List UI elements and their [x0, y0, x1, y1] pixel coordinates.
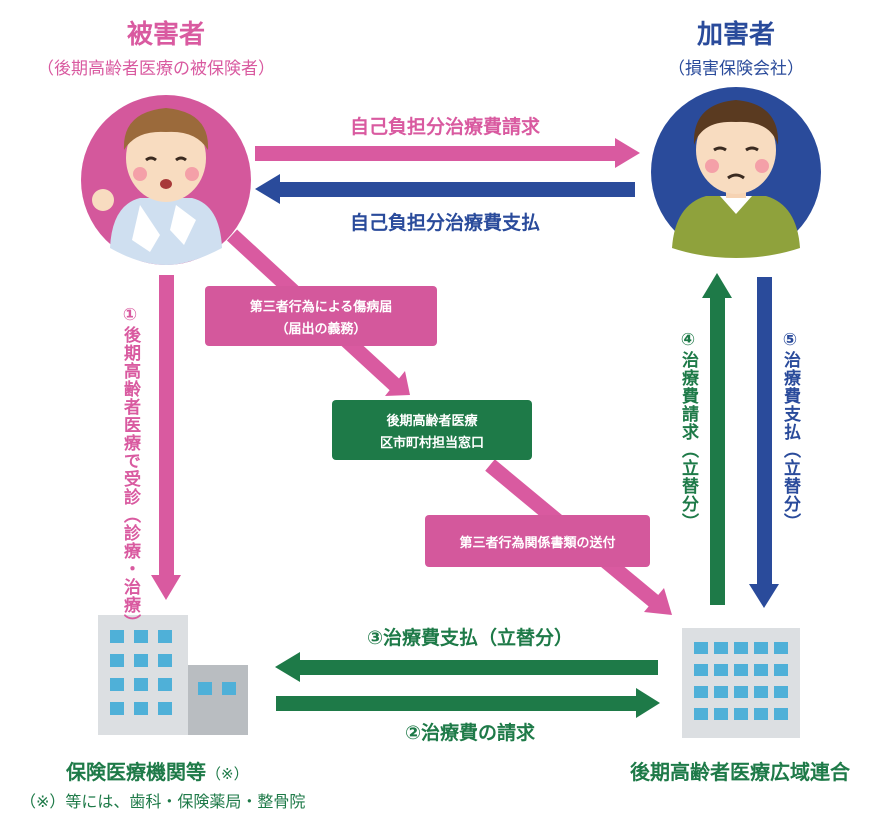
victim-illustration: [81, 95, 251, 265]
injury-report-line2: （届出の義務）: [275, 321, 367, 337]
treatment-payment-label: ③治療費支払（立替分）: [366, 627, 574, 649]
union-building-icon: [682, 628, 800, 738]
hospital-title-row: 保険医療機関等（※）: [66, 756, 249, 785]
offender-subtitle: （損害保険会社）: [668, 59, 804, 79]
arrow-self-pay-claim: [255, 138, 640, 168]
hospital-title: 保険医療機関等: [66, 760, 206, 784]
injury-report-line1: 第三者行為による傷病届: [249, 299, 393, 315]
victim-subtitle: （後期高齢者医療の被保険者）: [37, 59, 275, 79]
consultation-label: ①後期高齢者医療で受診（診療・治療）: [120, 305, 140, 632]
union-title: 後期高齢者医療広域連合: [630, 760, 850, 784]
hospital-building-icon: [98, 615, 248, 735]
hospital-mark: （※）: [206, 765, 249, 783]
arrow-reimbursement-payment: [749, 277, 779, 608]
offender-title: 加害者: [696, 20, 776, 50]
window-line2: 区市町村担当窓口: [379, 435, 484, 451]
arrow-reimbursement-claim: [702, 273, 732, 605]
arrow-treatment-claim: [276, 688, 660, 718]
documents-label: 第三者行為関係書類の送付: [459, 535, 616, 551]
arrow-consultation: [151, 275, 181, 600]
hospital-note: （※）等には、歯科・保険薬局・整骨院: [20, 792, 306, 811]
reimbursement-payment-label: ⑤治療費支払（立替分）: [780, 330, 800, 531]
reimbursement-claim-label: ④治療費請求（立替分）: [678, 330, 698, 531]
self-pay-payment-label: 自己負担分治療費支払: [349, 212, 541, 234]
municipal-window-box: 後期高齢者医療 区市町村担当窓口: [332, 400, 532, 460]
window-line1: 後期高齢者医療: [386, 413, 478, 429]
arrow-treatment-payment: [275, 652, 658, 682]
offender-illustration: [651, 87, 821, 258]
victim-title: 被害者: [126, 20, 206, 50]
treatment-claim-label: ②治療費の請求: [404, 722, 536, 744]
self-pay-claim-label: 自己負担分治療費請求: [349, 116, 541, 138]
injury-report-box: 第三者行為による傷病届 （届出の義務）: [205, 286, 437, 346]
documents-box: 第三者行為関係書類の送付: [425, 515, 650, 567]
arrow-self-pay-payment: [255, 174, 635, 204]
